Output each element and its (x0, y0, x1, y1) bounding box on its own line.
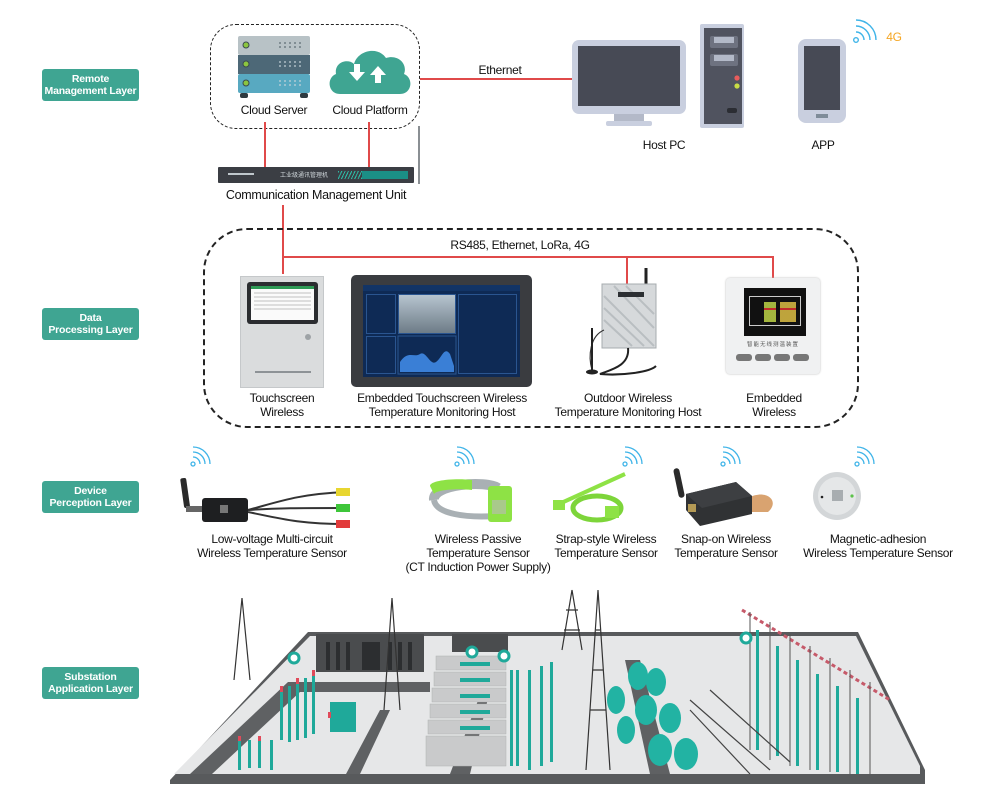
embedded-wireless-link (772, 256, 774, 278)
sensor-4-wifi-icon (720, 446, 741, 467)
touchscreen-wireless-device (240, 276, 324, 388)
sensor-1-wifi-icon (190, 446, 211, 467)
processing-group-boundary (203, 228, 859, 428)
magnetic-adhesion-sensor (813, 472, 861, 520)
outdoor-host-link (626, 256, 628, 284)
cloud-server-label: Cloud Server (240, 103, 308, 117)
wireless-passive-ct-sensor (429, 479, 512, 522)
app-phone-icon (798, 39, 846, 123)
sensor-2-wifi-icon (454, 446, 475, 467)
outdoor-host-device (586, 268, 657, 376)
host-pc-icon (572, 24, 744, 128)
cloud-server-cmu-link (264, 122, 266, 168)
substation-3d-scene (170, 589, 925, 784)
cloud-server-icon (238, 36, 310, 98)
sensor-5-wifi-icon (854, 446, 875, 467)
cloud-platform-cmu-link (368, 122, 370, 168)
bus-protocol-label: RS485, Ethernet, LoRa, 4G (450, 238, 590, 252)
host-pc-label: Host PC (642, 138, 686, 152)
cloud-platform-icon (329, 50, 411, 94)
cmu-antenna (418, 126, 420, 184)
cmu-panel-text: 工业级通讯管理机 (280, 173, 329, 179)
sensor-3-wifi-icon (622, 446, 643, 467)
cmu-label: Communication Management Unit (225, 188, 407, 202)
cloud-group-boundary (210, 24, 420, 129)
embedded-touchscreen-host-device (351, 275, 532, 387)
processing-bus-line (282, 256, 774, 258)
embedded-panel-text: 智能无线测温装置 (746, 342, 799, 348)
app-label: APP (811, 138, 835, 152)
low-voltage-multi-circuit-sensor (180, 477, 350, 528)
wifi-signal-icon (853, 19, 877, 44)
strap-style-sensor (553, 472, 626, 523)
ethernet-label: Ethernet (478, 63, 522, 77)
cloud-platform-label: Cloud Platform (332, 103, 408, 117)
signal-4g-label: 4G (886, 30, 902, 44)
embedded-wireless-device: 智能无线测温装置 (726, 278, 820, 374)
cmu-bus-link (282, 205, 284, 274)
ethernet-link-line (420, 78, 578, 80)
communication-management-unit: 工业级通讯管理机 (218, 167, 414, 183)
snap-on-sensor (673, 468, 773, 526)
